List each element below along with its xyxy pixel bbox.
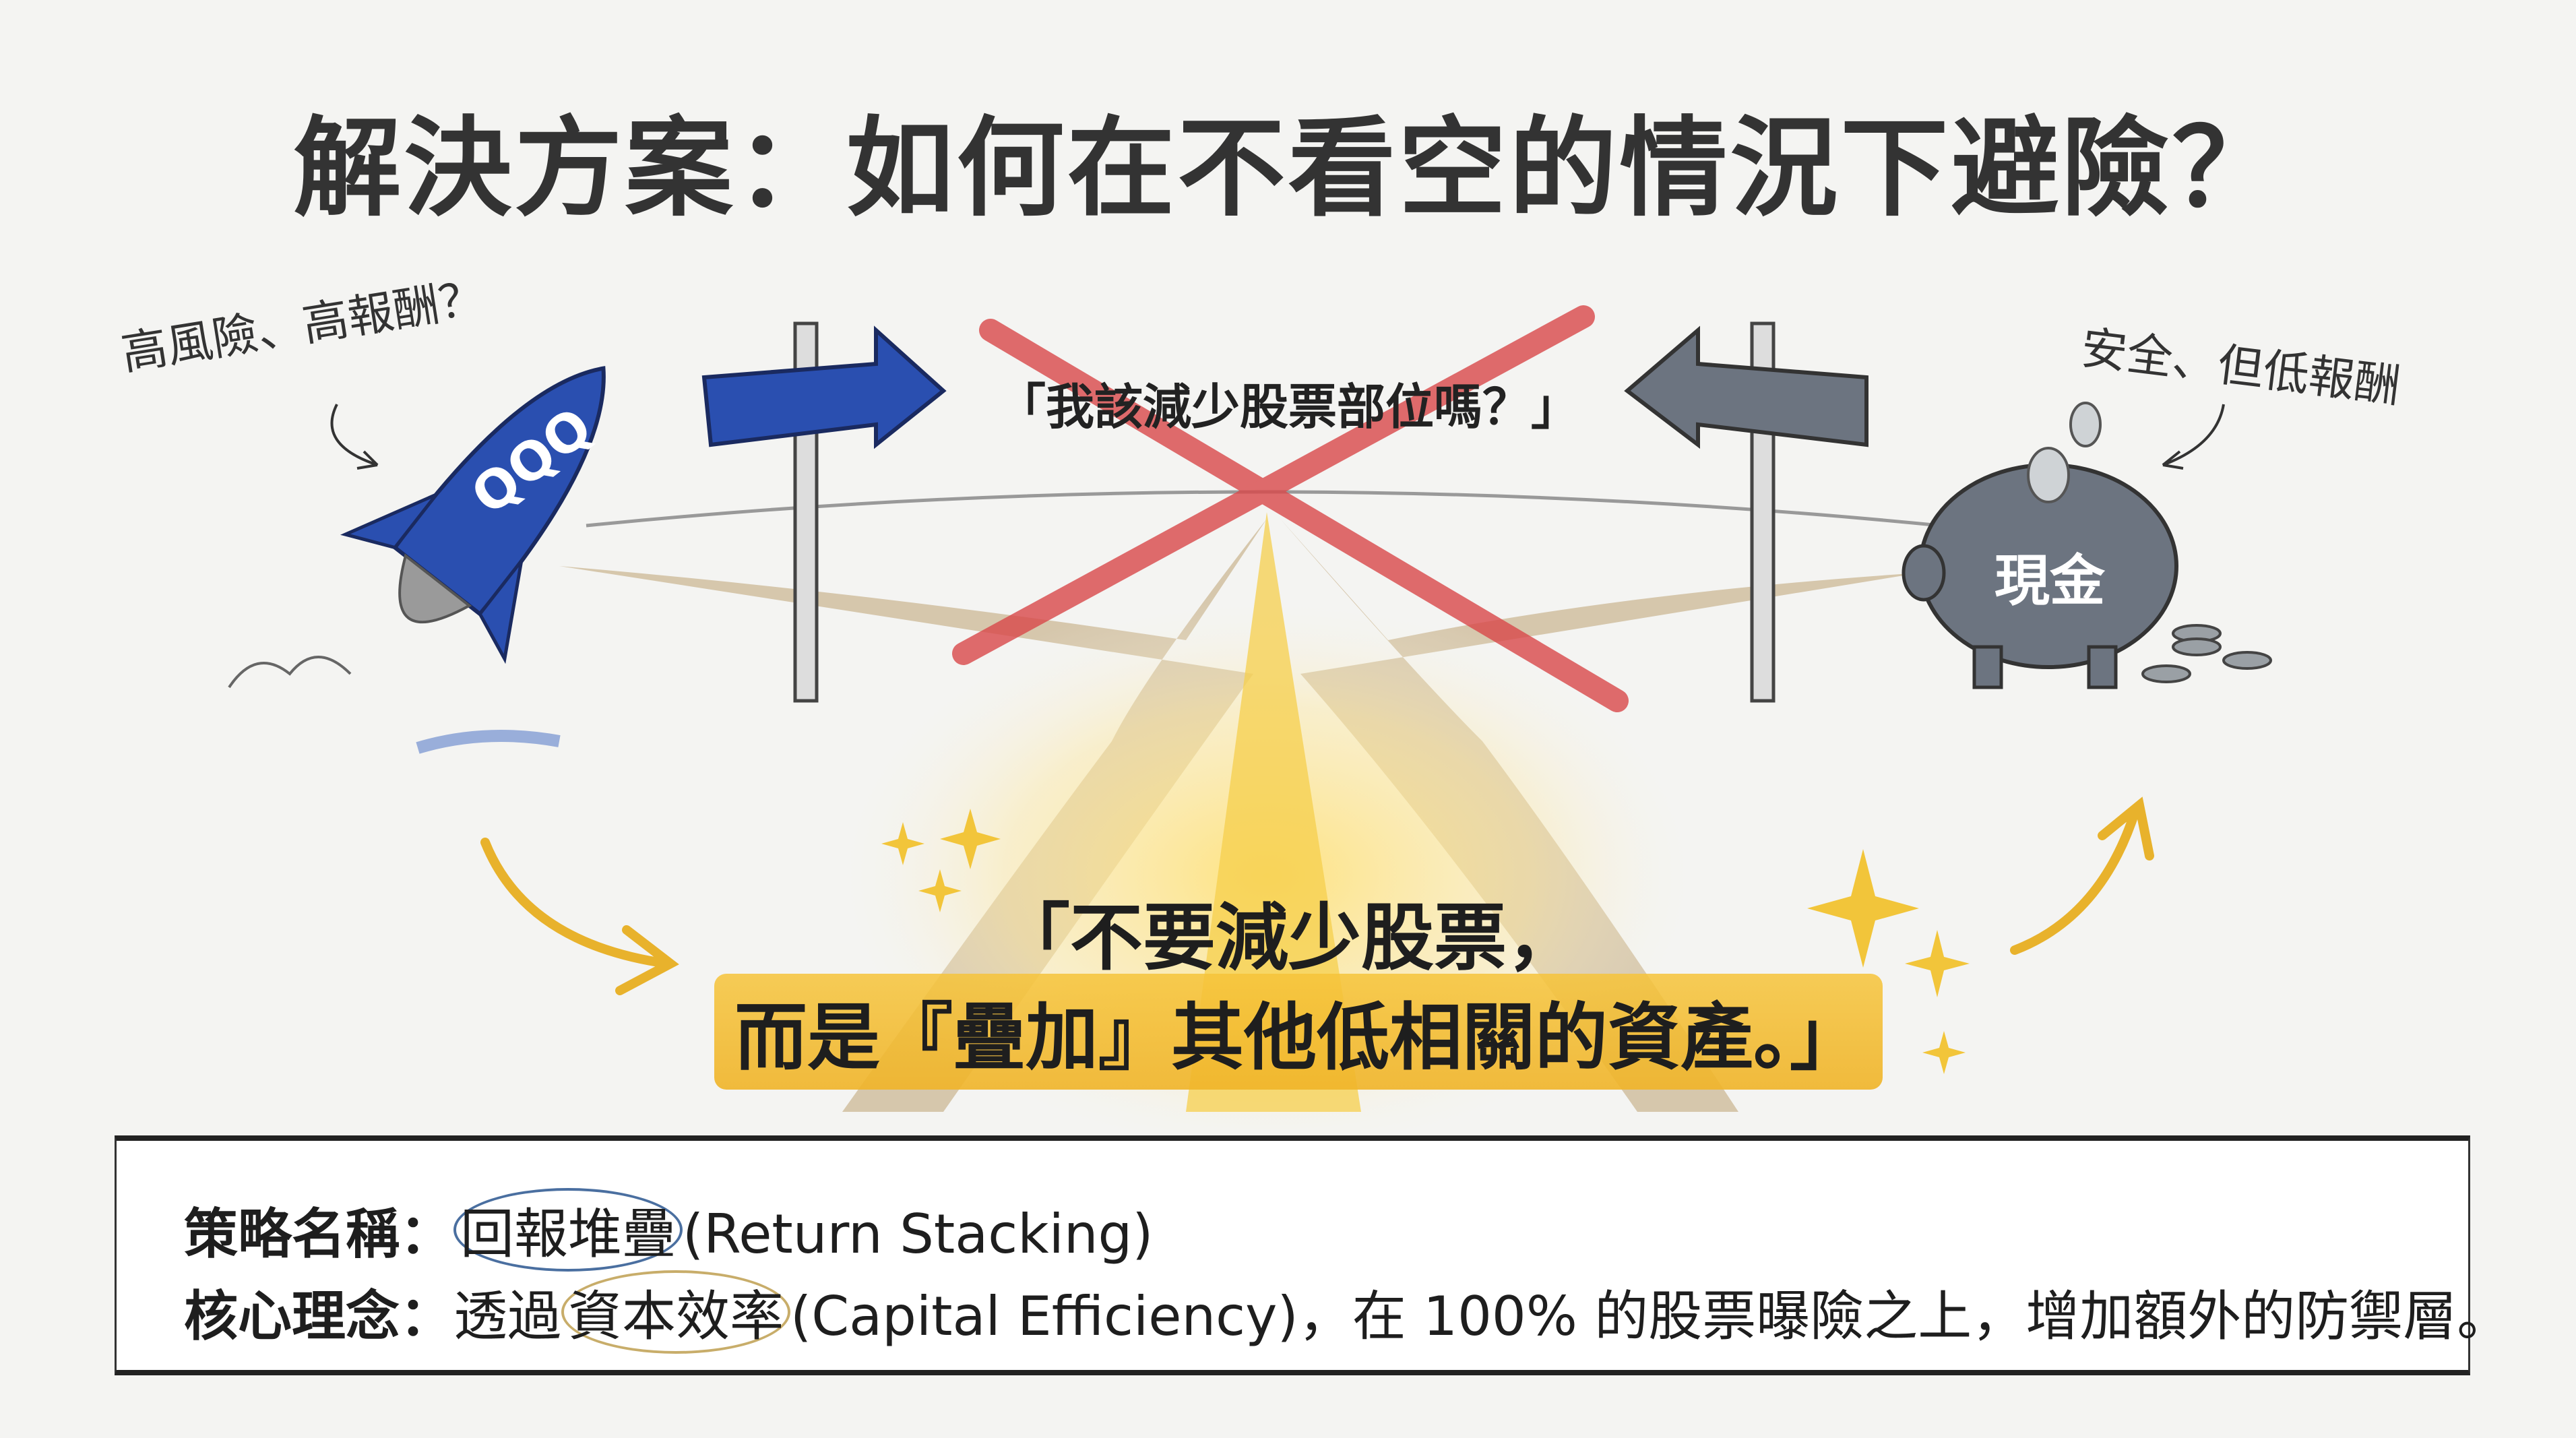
road-center [1186, 512, 1361, 1112]
red-x-icon [952, 305, 1629, 712]
yellow-arrow-right [2010, 796, 2154, 955]
rocket-icon [340, 366, 606, 664]
blue-signpost [701, 321, 947, 703]
answer-highlight: 而是『疊加』其他低相關的資產。」 [714, 974, 1883, 1090]
question-text: 「我該減少股票部位嗎？」 [997, 379, 1580, 435]
curly-arrow-left [330, 404, 379, 470]
piggy-bank-icon [1902, 402, 2178, 689]
strategy-label: 策略名稱： [184, 1203, 453, 1265]
concept-highlight: 資本效率 [561, 1270, 790, 1354]
strategy-name-row: 策略名稱：回報堆疊(Return Stacking) [184, 1188, 1154, 1272]
page-title: 解決方案：如何在不看空的情況下避險？ [293, 105, 2283, 231]
curly-arrow-right [2162, 404, 2225, 470]
concept-rest: (Capital Efficiency)，在 100% 的股票曝險之上，增加額外… [790, 1285, 2511, 1348]
rocket-smoke [228, 656, 352, 689]
piggy-label: 現金 [1994, 549, 2106, 613]
sparkle-icons [881, 809, 1970, 1074]
concept-pre: 透過 [453, 1285, 561, 1348]
strategy-name-en: (Return Stacking) [683, 1203, 1154, 1265]
shadow-blue [416, 730, 561, 754]
core-concept-row: 核心理念：透過資本效率(Capital Efficiency)，在 100% 的… [184, 1270, 2511, 1354]
concept-label: 核心理念： [184, 1285, 453, 1348]
info-box: 策略名稱：回報堆疊(Return Stacking) 核心理念：透過資本效率(C… [115, 1135, 2511, 1375]
coins-icon [2141, 624, 2272, 683]
gray-signpost [1624, 321, 1868, 703]
answer-line-2: 而是『疊加』其他低相關的資產。」 [734, 996, 1863, 1080]
answer-line-1: 「不要減少股票， [997, 896, 1580, 980]
strategy-name-highlight: 回報堆疊 [453, 1188, 683, 1272]
yellow-arrow-left [480, 838, 679, 995]
